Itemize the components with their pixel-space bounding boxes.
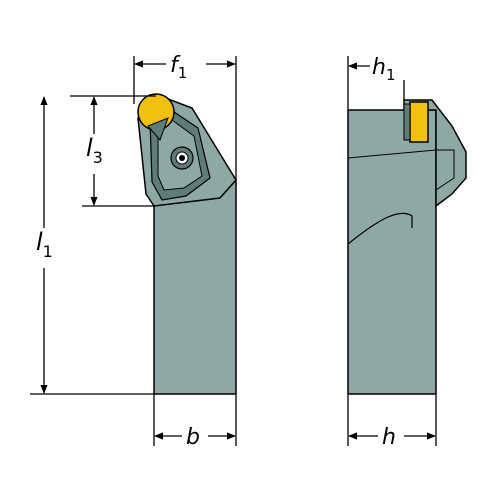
front-shank [153, 178, 237, 395]
side-head-line [347, 149, 437, 159]
b-label: b [186, 425, 200, 450]
side-shank [347, 109, 437, 395]
side-view [347, 99, 467, 395]
side-head-detail [435, 149, 455, 191]
front-view [137, 93, 237, 395]
side-insert [409, 101, 429, 143]
insert-wedge [147, 117, 169, 141]
side-insert-shadow [403, 103, 411, 141]
h-label: h [382, 425, 396, 450]
h1-label: h1 [372, 55, 396, 84]
l3-label: l3 [86, 134, 103, 167]
side-chip-groove [347, 212, 413, 245]
l1-label: l1 [36, 228, 53, 261]
f1-label: f1 [170, 53, 187, 82]
clamp-screw-socket [179, 155, 185, 161]
